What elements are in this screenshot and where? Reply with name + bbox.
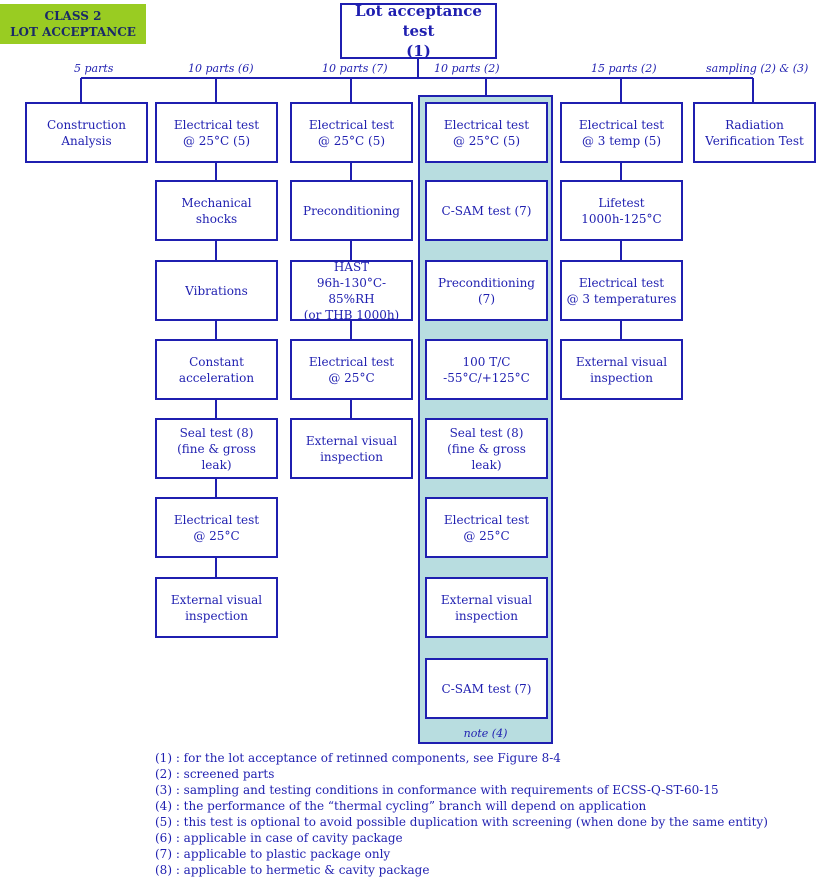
- step-box-col5-2: Lifetest 1000h-125°C: [560, 180, 683, 241]
- step-box-col2-4: Constant acceleration: [155, 339, 278, 400]
- highlight-note: note (4): [463, 727, 508, 740]
- class-tag: CLASS 2 LOT ACCEPTANCE: [0, 4, 146, 44]
- class-tag-line2: LOT ACCEPTANCE: [10, 25, 136, 39]
- step-box-col2-7: External visual inspection: [155, 577, 278, 638]
- step-box-col2-5: Seal test (8) (fine & gross leak): [155, 418, 278, 479]
- step-box-col4-3: Preconditioning (7): [425, 260, 548, 321]
- step-box-col3-1: Electrical test @ 25°C (5): [290, 102, 413, 163]
- step-box-col3-4: Electrical test @ 25°C: [290, 339, 413, 400]
- step-box-col4-4: 100 T/C -55°C/+125°C: [425, 339, 548, 400]
- step-box-col3-3: HAST 96h-130°C-85%RH (or THB 1000h): [290, 260, 413, 322]
- step-box-col6-1: Radiation Verification Test: [693, 102, 816, 163]
- footnote-7: (7) : applicable to plastic package only: [155, 847, 391, 861]
- step-box-col1-1: Construction Analysis: [25, 102, 148, 163]
- top-box-line2: (1): [406, 42, 431, 60]
- footnotes: (1) : for the lot acceptance of retinned…: [155, 750, 768, 878]
- footnote-1: (1) : for the lot acceptance of retinned…: [155, 751, 561, 765]
- branch-label-1: 5 parts: [74, 62, 114, 75]
- step-box-col5-3: Electrical test @ 3 temperatures: [560, 260, 683, 321]
- step-box-col2-6: Electrical test @ 25°C: [155, 497, 278, 558]
- step-box-col2-2: Mechanical shocks: [155, 180, 278, 241]
- class-tag-line1: CLASS 2: [44, 9, 102, 23]
- branch-label-4: 10 parts (2): [434, 62, 500, 75]
- footnote-2: (2) : screened parts: [155, 767, 275, 781]
- footnote-5: (5) : this test is optional to avoid pos…: [155, 815, 768, 829]
- step-box-col4-8: C-SAM test (7): [425, 658, 548, 719]
- top-box-line1: Lot acceptance test: [355, 2, 482, 40]
- step-box-col3-5: External visual inspection: [290, 418, 413, 479]
- step-box-col4-6: Electrical test @ 25°C: [425, 497, 548, 558]
- branch-label-3: 10 parts (7): [322, 62, 388, 75]
- step-box-col4-2: C-SAM test (7): [425, 180, 548, 241]
- step-box-col5-4: External visual inspection: [560, 339, 683, 400]
- footnote-4: (4) : the performance of the “thermal cy…: [155, 799, 647, 813]
- step-box-col4-1: Electrical test @ 25°C (5): [425, 102, 548, 163]
- footnote-3: (3) : sampling and testing conditions in…: [155, 783, 719, 797]
- footnote-6: (6) : applicable in case of cavity packa…: [155, 831, 403, 845]
- branch-label-2: 10 parts (6): [188, 62, 254, 75]
- branch-label-5: 15 parts (2): [591, 62, 657, 75]
- step-box-col5-1: Electrical test @ 3 temp (5): [560, 102, 683, 163]
- branch-label-6: sampling (2) & (3): [706, 62, 809, 75]
- step-box-col2-1: Electrical test @ 25°C (5): [155, 102, 278, 163]
- lot-acceptance-test-box: Lot acceptance test (1): [340, 2, 497, 60]
- step-box-col4-5: Seal test (8) (fine & gross leak): [425, 418, 548, 479]
- step-box-col3-2: Preconditioning: [290, 180, 413, 241]
- step-box-col4-7: External visual inspection: [425, 577, 548, 638]
- footnote-8: (8) : applicable to hermetic & cavity pa…: [155, 863, 430, 877]
- step-box-col2-3: Vibrations: [155, 260, 278, 321]
